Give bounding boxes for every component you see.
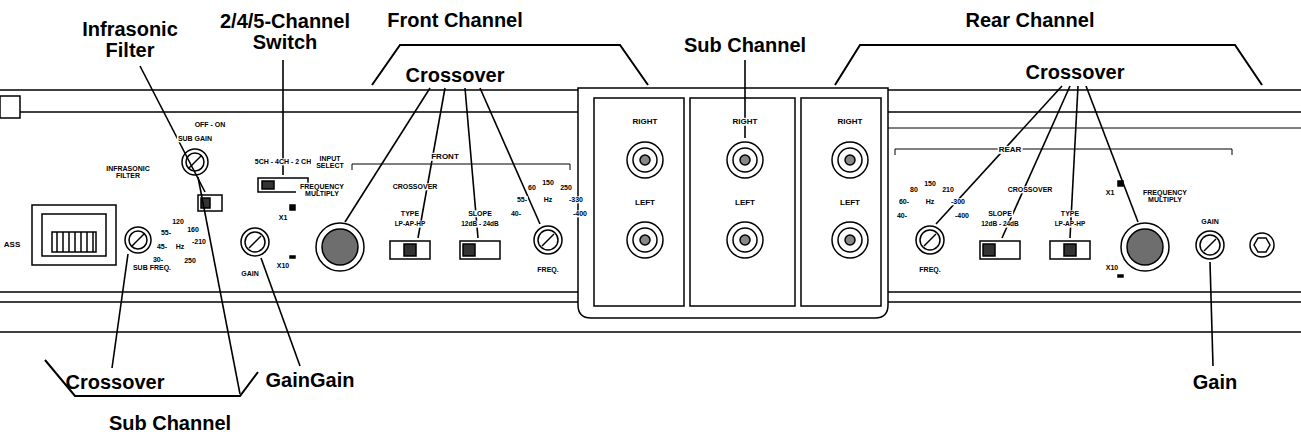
callout-label: Front Channel (386, 10, 524, 31)
panel-label: -400 (572, 210, 588, 217)
callout-label: GainGain (265, 370, 356, 391)
panel-label: X10 (1105, 264, 1119, 271)
panel-label: CROSSOVER (392, 183, 439, 190)
panel-label: 45- (156, 243, 168, 250)
panel-label: 60 (527, 184, 537, 191)
callout-label: Crossover (405, 65, 506, 86)
panel-label: RIGHT (837, 118, 864, 126)
panel-label: -330 (568, 196, 584, 203)
panel-label: FREQUENCY MULTIPLY (1139, 189, 1191, 204)
panel-label: LP-AP-HP (394, 221, 427, 228)
panel-label: RIGHT (632, 118, 659, 126)
panel-label: SUB GAIN (177, 135, 213, 142)
panel-label: 60- (898, 198, 910, 205)
panel-label: INPUT SELECT (311, 155, 349, 170)
panel-label: GAIN (1200, 218, 1220, 225)
panel-label: X10 (276, 262, 290, 269)
leader-lines (45, 45, 1262, 396)
panel-label: 150 (541, 179, 555, 186)
panel-label: FREQ. (536, 266, 559, 273)
panel-label: Hz (543, 196, 554, 203)
panel-label: 250 (559, 184, 573, 191)
panel-label: TYPE (400, 210, 420, 217)
panel-label: RIGHT (732, 118, 759, 126)
panel-label: 80 (909, 186, 919, 193)
panel-label: 55- (516, 196, 528, 203)
panel-label: 12dB - 24dB (980, 221, 1020, 228)
panel-label: X1 (1105, 189, 1116, 196)
panel-label: CROSSOVER (1007, 186, 1054, 193)
panel-label: -300 (950, 198, 966, 205)
panel-label: X1 (278, 214, 289, 221)
panel-label: TYPE (1060, 210, 1080, 217)
panel-label: 55- (160, 229, 172, 236)
panel-label: 40- (896, 212, 908, 219)
panel-label: 12dB - 24dB (460, 221, 500, 228)
callout-label: Sub Channel (683, 35, 807, 56)
panel-label: REAR (998, 146, 1023, 154)
panel-label: GAIN (240, 270, 260, 277)
panel-label: LEFT (839, 199, 861, 207)
panel-label: 40- (510, 210, 522, 217)
panel-label: Hz (175, 243, 186, 250)
panel-label: 250 (183, 257, 197, 264)
panel-label: FREQUENCY MULTIPLY (296, 183, 348, 198)
panel-label: Hz (925, 198, 936, 205)
panel-label: ASS (3, 241, 21, 249)
panel-label: FREQ. (918, 266, 941, 273)
callout-label: Crossover (65, 372, 166, 393)
panel-label: OFF - ON (194, 121, 227, 128)
panel-label: -400 (954, 212, 970, 219)
panel-label: SLOPE (987, 210, 1013, 217)
panel-label: -210 (191, 238, 207, 245)
panel-label: LEFT (634, 199, 656, 207)
panel-label: 160 (186, 226, 200, 233)
panel-label: SUB FREQ. (132, 264, 172, 271)
panel-label: 150 (923, 180, 937, 187)
panel-label: LEFT (734, 199, 756, 207)
callout-label: Sub Channel (108, 413, 232, 434)
callout-label: Gain (1192, 372, 1238, 393)
panel-label: 5CH - 4CH - 2 CH (254, 158, 312, 165)
callout-label: 2/4/5-Channel Switch (202, 11, 369, 53)
panel-label: 30- (152, 256, 164, 263)
panel-label: LP-AP-HP (1054, 221, 1087, 228)
callout-label: Crossover (1025, 62, 1126, 83)
panel-label: 210 (941, 186, 955, 193)
callout-label: Rear Channel (965, 10, 1096, 31)
panel-label: SLOPE (467, 210, 493, 217)
callout-label: Infrasonic Filter (69, 19, 191, 61)
panel-label: FRONT (430, 153, 460, 161)
panel-label: INFRASONIC FILTER (101, 165, 155, 180)
panel-label: 120 (171, 218, 185, 225)
